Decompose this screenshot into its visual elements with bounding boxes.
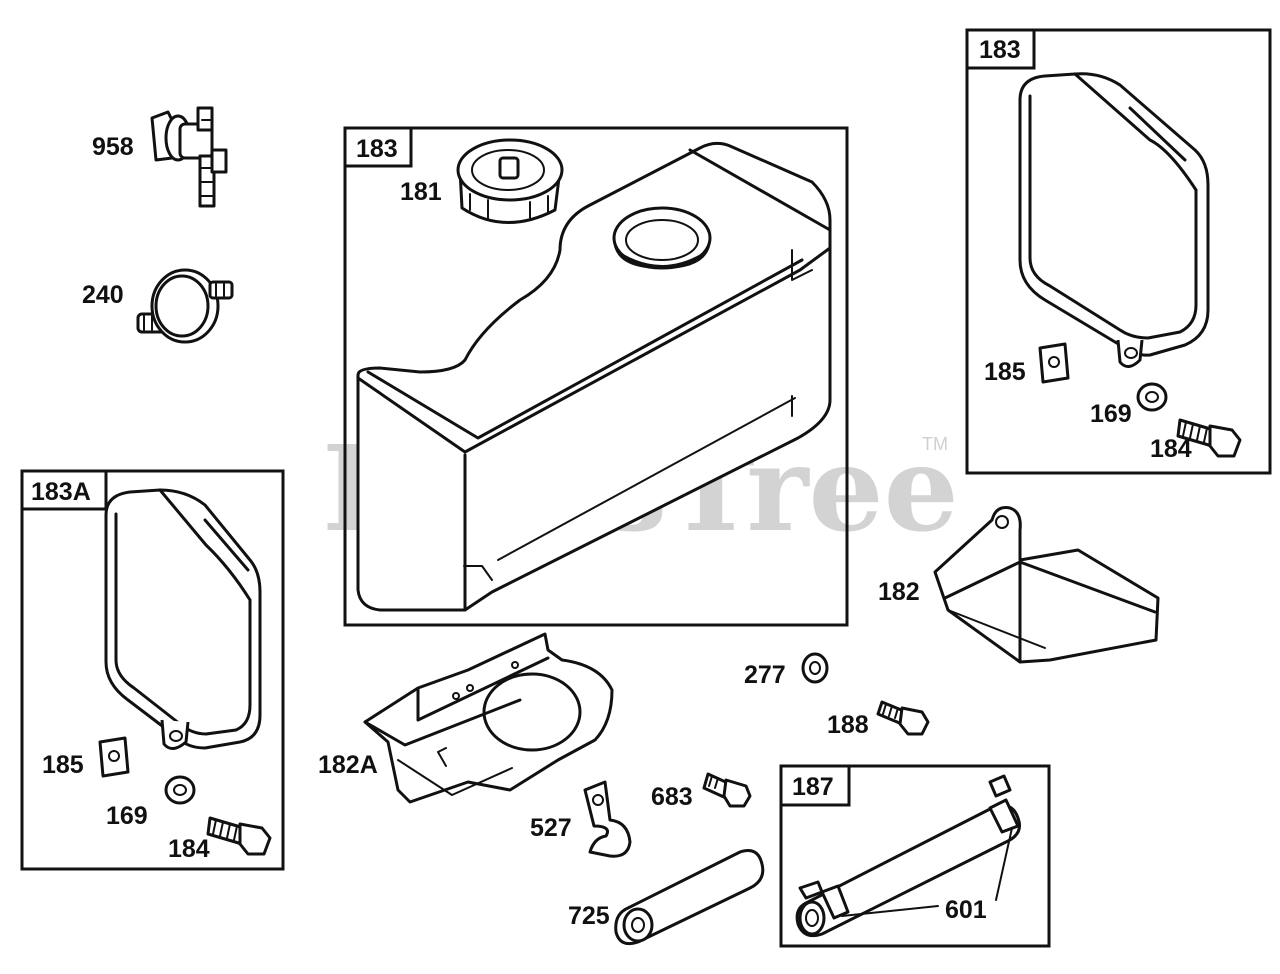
group-183a-frame: 183A <box>20 469 285 871</box>
fuel-cap-part <box>456 138 564 224</box>
shutoff-valve-part <box>150 106 228 208</box>
callout-182a: 182A <box>318 751 378 779</box>
square-nut-right-part <box>1038 342 1070 384</box>
lock-washer-left-part <box>164 775 196 805</box>
group-183-top-right-frame: 183 <box>965 28 1272 475</box>
callout-958: 958 <box>92 133 134 161</box>
clip-527-part <box>583 780 632 858</box>
callout-185-left: 185 <box>42 751 84 779</box>
callout-601-leaders <box>841 827 1013 917</box>
callout-601: 601 <box>945 896 987 924</box>
group-label: 183A <box>31 478 91 506</box>
callout-725: 725 <box>568 902 610 930</box>
tank-strap-left-part <box>104 488 262 750</box>
square-nut-left-part <box>98 736 130 778</box>
washer-277-part <box>801 652 829 684</box>
callout-185-right: 185 <box>984 358 1026 386</box>
callout-527: 527 <box>530 814 572 842</box>
lock-washer-right-part <box>1136 382 1168 412</box>
group-label: 183 <box>356 135 398 163</box>
callout-188: 188 <box>827 711 869 739</box>
bolt-right-part <box>1176 418 1242 458</box>
tank-bracket-part <box>933 506 1160 664</box>
fuel-line-187-part <box>795 774 1021 938</box>
fuel-tank-part <box>356 141 832 612</box>
group-label: 187 <box>792 773 834 801</box>
group-label: 183 <box>979 36 1021 64</box>
bolt-left-part <box>206 816 272 856</box>
callout-184-left: 184 <box>168 835 210 863</box>
watermark-trademark: TM <box>922 434 948 454</box>
callout-169-left: 169 <box>106 802 148 830</box>
group-187-frame: 187 <box>779 764 1051 948</box>
callout-182: 182 <box>878 578 920 606</box>
tank-strap-right-part <box>1018 72 1210 368</box>
screw-683-part <box>702 772 752 808</box>
callout-277: 277 <box>744 661 786 689</box>
callout-683: 683 <box>651 783 693 811</box>
screw-188-part <box>876 700 930 736</box>
callout-181: 181 <box>400 178 442 206</box>
fuel-filter-part <box>136 268 234 344</box>
bracket-182a-part <box>363 632 614 804</box>
callout-169-right: 169 <box>1090 400 1132 428</box>
group-183-tank-frame: 183 <box>343 126 849 627</box>
callout-240: 240 <box>82 281 124 309</box>
callout-184-right: 184 <box>1150 435 1192 463</box>
fuel-line-725-part <box>614 849 765 946</box>
